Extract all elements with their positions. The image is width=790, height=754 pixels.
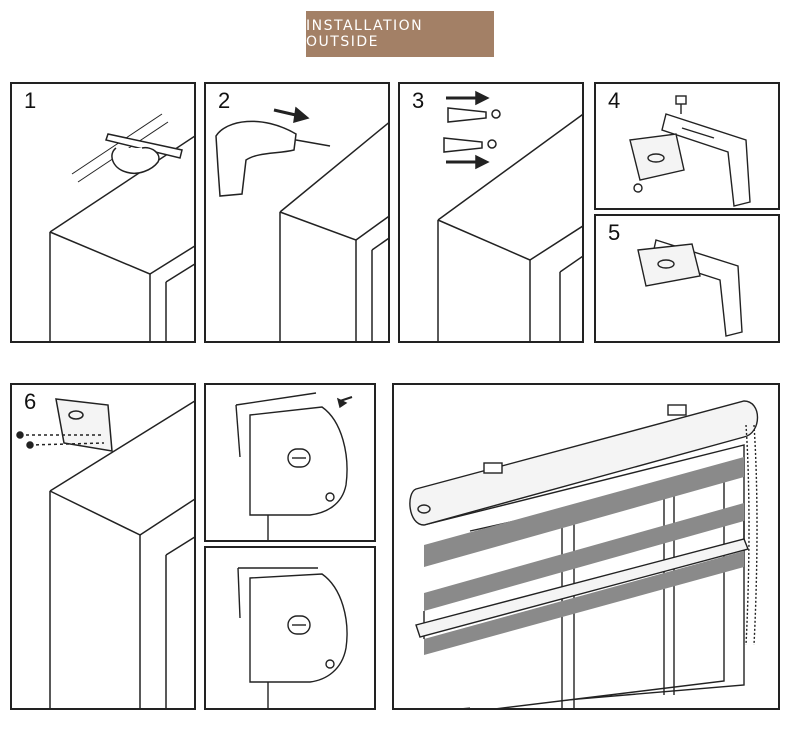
- bracket-left-icon: [483, 462, 503, 474]
- step-5-illustration: [637, 239, 743, 337]
- fabric-bands-icon: [424, 457, 744, 655]
- step-2-illustration: [215, 106, 388, 341]
- wall-plug-icon: [443, 107, 501, 153]
- step-5-number: 5: [608, 220, 621, 245]
- nut-icon: [633, 183, 643, 193]
- screw-icon: [675, 95, 687, 114]
- direction-arrow-icon: [273, 106, 310, 124]
- step-4-illustration: [629, 95, 751, 207]
- step-6-illustration: [16, 398, 194, 708]
- assembled-bracket-icon: [637, 239, 743, 337]
- arrow-bottom-icon: [446, 154, 490, 170]
- clip-engage-panel: [204, 383, 376, 542]
- step-1-illustration: [49, 113, 194, 341]
- step-1-panel: 1: [10, 82, 196, 343]
- pencil-icon: [105, 133, 183, 159]
- cassette-headrail-icon: [409, 400, 759, 526]
- step-2-panel: 2: [204, 82, 390, 343]
- step-3-number: 3: [412, 88, 425, 113]
- cassette-side-icon: [249, 406, 348, 540]
- push-arrow-icon: [336, 396, 353, 409]
- step-4-panel: 4: [594, 82, 780, 210]
- drill-icon: [215, 120, 331, 197]
- clip-locked-illustration: [237, 567, 348, 708]
- hand-icon: [111, 146, 160, 174]
- step-2-number: 2: [218, 88, 231, 113]
- step-3-panel: 3: [398, 82, 584, 343]
- mounting-bracket-icon: [661, 113, 751, 207]
- wall-screws-icon: [16, 431, 105, 449]
- bracket-right-icon: [667, 404, 687, 416]
- step-4-number: 4: [608, 88, 621, 113]
- step-1-number: 1: [24, 88, 37, 113]
- arrow-top-icon: [446, 90, 490, 106]
- banner-title: INSTALLATION OUTSIDE: [306, 18, 424, 50]
- clip-engage-illustration: [235, 392, 353, 540]
- step-3-illustration: [437, 90, 582, 341]
- step-5-panel: 5: [594, 214, 780, 343]
- finished-blind-panel: [392, 383, 780, 710]
- step-6-number: 6: [24, 389, 37, 414]
- installation-banner: INSTALLATION OUTSIDE: [306, 11, 494, 57]
- step-6-panel: 6: [10, 383, 196, 710]
- bottom-rail-icon: [415, 538, 749, 638]
- bracket-clip-icon: [629, 133, 685, 181]
- chain-icon: [745, 424, 758, 646]
- finished-blind-illustration: [409, 400, 759, 708]
- bracket-on-wall-icon: [55, 398, 113, 452]
- clip-locked-panel: [204, 546, 376, 710]
- cassette-side-locked-icon: [249, 573, 348, 708]
